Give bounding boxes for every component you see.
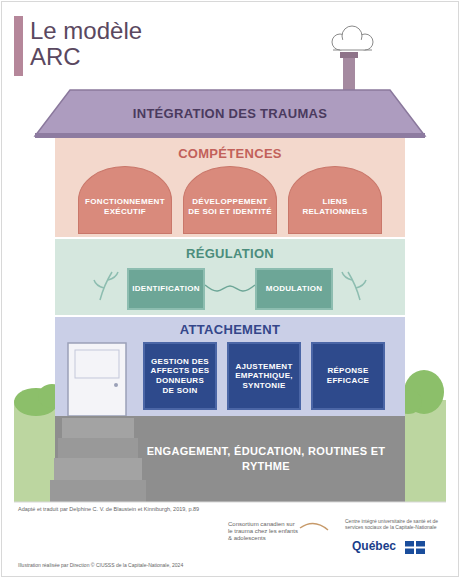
node-text: ATTACHEMENT	[55, 316, 405, 337]
chimney-cap	[340, 52, 358, 58]
node-text: COMPÉTENCES	[55, 138, 405, 161]
floor-divider	[55, 237, 405, 239]
floor-band	[55, 316, 405, 416]
window-box: GESTION DES AFFECTS DES DONNEURS DE SOIN	[143, 342, 217, 410]
node-text: MODULATION	[266, 284, 323, 294]
credit-label: Québec	[352, 539, 404, 553]
node-text: INTÉGRATION DES TRAUMAS	[133, 106, 327, 121]
node-text: FONCTIONNEMENT EXÉCUTIF	[83, 197, 167, 216]
window-box: AJUSTEMENT EMPATHIQUE, SYNTONIE	[227, 342, 301, 410]
foundation-node: ENGAGEMENT, ÉDUCATION, ROUTINES ET RYTHM…	[55, 416, 405, 502]
arched-window: DÉVELOPPEMENT DE SOI ET IDENTITÉ	[183, 166, 277, 234]
window-box: MODULATION	[255, 268, 333, 310]
title-bar	[14, 16, 23, 76]
floor-band-node: ATTACHEMENT GESTION DES AFFECTS DES DONNE…	[55, 316, 405, 416]
floor-divider	[55, 315, 405, 317]
arched-window: LIENS RELATIONNELS	[288, 166, 382, 234]
door	[68, 343, 126, 416]
credit-label: Illustration réalisée par Direction © CI…	[18, 562, 278, 568]
node-text: IDENTIFICATION	[132, 284, 200, 294]
cloud	[332, 26, 373, 50]
garland-connector	[205, 285, 255, 291]
node-text: RÉPONSE EFFICACE	[317, 366, 379, 385]
node-text: RÉGULATION	[55, 238, 405, 261]
ground-line	[14, 502, 446, 503]
steps	[50, 418, 146, 502]
node-text: ENGAGEMENT, ÉDUCATION, ROUTINES ET RYTHM…	[139, 444, 393, 474]
roof-shape	[35, 90, 425, 136]
floor-band	[55, 138, 405, 238]
credit-label: Consortium canadien sur le trauma chez l…	[228, 521, 300, 543]
arched-window: FONCTIONNEMENT EXÉCUTIF	[78, 166, 172, 234]
eave	[35, 133, 425, 138]
window-box: RÉPONSE EFFICACE	[311, 342, 385, 410]
floor-band-node: RÉGULATION IDENTIFICATION MODULATION	[55, 238, 405, 316]
roof-node: INTÉGRATION DES TRAUMAS	[70, 92, 390, 134]
window-box: IDENTIFICATION	[127, 268, 205, 310]
credit-label: Centre intégré universitaire de santé et…	[345, 518, 443, 530]
node-text: DÉVELOPPEMENT DE SOI ET IDENTITÉ	[188, 197, 272, 216]
floor-band-node: COMPÉTENCES FONCTIONNEMENT EXÉCUTIF DÉVELO…	[55, 138, 405, 238]
title: Le modèle ARC	[30, 18, 152, 71]
node-text: LIENS RELATIONNELS	[293, 197, 377, 216]
quebec-flag	[405, 541, 425, 554]
credit-label: Adapté et traduit par Delphine C. V. de …	[18, 506, 298, 513]
node-text: GESTION DES AFFECTS DES DONNEURS DE SOIN	[149, 357, 211, 395]
floor-band	[55, 238, 405, 316]
consortium-logo-swirl	[300, 523, 328, 530]
node-text: AJUSTEMENT EMPATHIQUE, SYNTONIE	[233, 362, 295, 391]
